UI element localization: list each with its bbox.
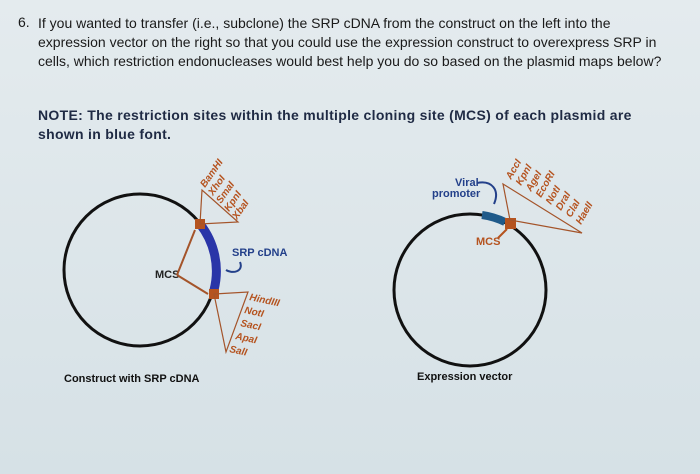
right-mcs-arrow [497, 228, 508, 239]
right-plasmid: Viral promoter MCS AccI KpnI AgeI EcoRI … [392, 158, 596, 383]
promoter-arrow [476, 181, 497, 205]
promoter-label-1: Viral [455, 177, 479, 189]
question-text: If you wanted to transfer (i.e., subclon… [38, 15, 662, 69]
left-upstream-bracket [199, 188, 240, 225]
left-mcs-label: MCS [155, 269, 179, 281]
right-mcs-label: MCS [476, 236, 500, 248]
right-mcs-bracket [502, 182, 583, 234]
viral-promoter [481, 211, 507, 226]
site-noti: NotI [243, 305, 265, 320]
srp-cdna-insert [196, 221, 221, 292]
left-plasmid-caption: Construct with SRP cDNA [64, 373, 200, 385]
site-sali: SalI [228, 344, 248, 359]
left-plasmid: MCS BamHI XhoI SmaI KpnI XbaI SRP cDNA H… [62, 157, 287, 385]
right-backbone [392, 212, 548, 368]
site-saci: SacI [239, 318, 262, 333]
left-downstream-bracket [213, 291, 249, 355]
srp-cdna-label: SRP cDNA [232, 247, 287, 259]
promoter-label-2: promoter [432, 188, 481, 200]
left-backbone [62, 192, 218, 348]
left-mcs-arrows [176, 229, 209, 295]
note-text: NOTE: The restriction sites within the m… [38, 107, 632, 142]
site-apai: ApaI [233, 331, 258, 347]
right-mcs [505, 218, 516, 229]
question-number: 6. [18, 14, 30, 30]
right-plasmid-caption: Expression vector [417, 371, 513, 383]
srp-cdna-arrow [225, 261, 242, 273]
